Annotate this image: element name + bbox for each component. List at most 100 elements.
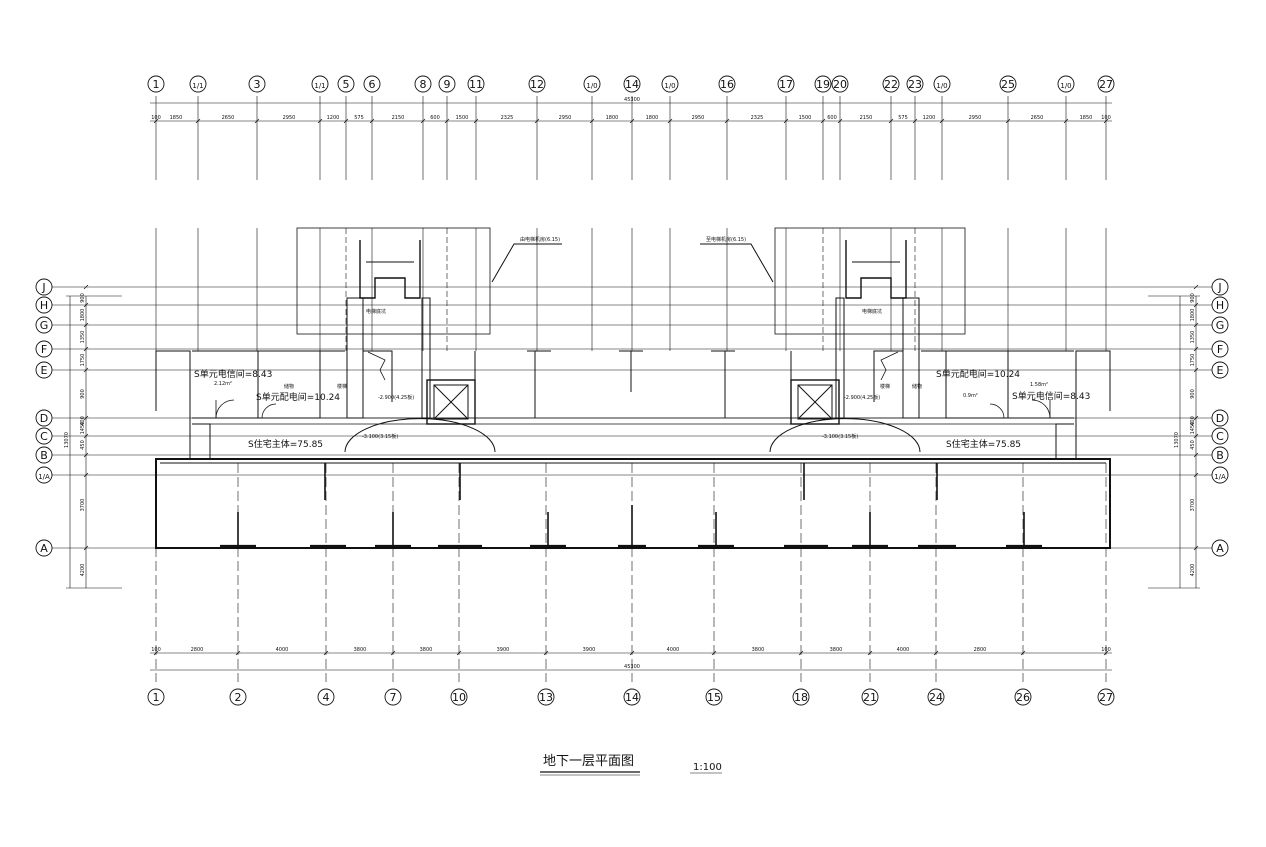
row-axis-bubble-left-circle: [35, 446, 53, 464]
side-dimension-tick: [83, 367, 89, 373]
row-axis-bubble-right-circle: [1211, 340, 1229, 358]
top-dimension-tick: [837, 118, 843, 124]
bottom-dimension-value: 3800: [354, 647, 367, 653]
top-axis-bubble-label: 5: [343, 78, 350, 91]
row-axis-bubble-left: E: [35, 361, 53, 379]
level-lobby-right: -3.100(3.15板): [822, 433, 858, 440]
bottom-axis-bubble: 13: [537, 688, 555, 706]
top-dimension-tick: [820, 118, 826, 124]
top-dimension-value: 2650: [1031, 115, 1044, 121]
row-axis-bubble-right-circle: [1211, 466, 1229, 484]
top-dimension-value: 2650: [222, 115, 235, 121]
side-dimension-tick: [1193, 346, 1199, 352]
row-axis-bubble-right-circle: [1211, 539, 1229, 557]
top-dimension-value: 600: [430, 115, 440, 121]
side-dimension-tick: [1193, 302, 1199, 308]
bottom-axis-bubble-label: 15: [707, 691, 721, 704]
side-total-dimension-right: 13070: [1174, 432, 1180, 448]
top-dimension-tick: [1103, 118, 1109, 124]
row-axis-bubble-right-label: F: [1217, 343, 1223, 356]
top-axis-bubble-circle: [661, 75, 679, 93]
room-label-resident-left: S住宅主体=75.85: [248, 438, 323, 450]
row-axis-bubble-left-circle: [35, 427, 53, 445]
top-axis-bubble: 14: [623, 75, 641, 93]
bottom-dimension-tick: [798, 650, 804, 656]
side-dimension-value: 450: [80, 440, 86, 450]
top-axis-bubble: 12: [528, 75, 546, 93]
top-dimension-value: 2950: [283, 115, 296, 121]
side-dimension-value: 4200: [1190, 564, 1196, 577]
top-axis-bubble: 8: [414, 75, 432, 93]
side-dimension-tick: [83, 415, 89, 421]
top-dimension-value: 575: [898, 115, 908, 121]
row-axis-bubble-right-label: G: [1216, 319, 1225, 332]
level-lobby-left: -3.100(3.15板): [362, 433, 398, 440]
top-dimension-value: 2950: [559, 115, 572, 121]
bottom-axis-bubble: 14: [623, 688, 641, 706]
side-dimension-value: 1750: [1190, 354, 1196, 367]
side-dimension-value: 900: [80, 293, 86, 303]
row-axis-bubble-right: B: [1211, 446, 1229, 464]
top-dimension-tick: [195, 118, 201, 124]
side-dimension-value: 3700: [80, 499, 86, 512]
side-dimension-tick: [1193, 433, 1199, 439]
top-axis-bubble: 1/0: [933, 75, 951, 93]
row-axis-bubble-right: A: [1211, 539, 1229, 557]
top-axis-bubble-circle: [414, 75, 432, 93]
side-dimension-value: 1750: [80, 354, 86, 367]
row-axis-bubble-left-label: D: [40, 412, 48, 425]
bottom-dimension-value: 3900: [583, 647, 596, 653]
room-tag-left: 储物: [284, 383, 294, 390]
row-axis-bubble-left-label: E: [41, 364, 48, 377]
bottom-axis-bubble-label: 1: [153, 691, 160, 704]
row-axis-bubble-left-label: 1/A: [38, 473, 50, 481]
top-axis-bubble: 23: [906, 75, 924, 93]
side-dimension-value: 1450: [80, 422, 86, 435]
top-axis-bubble: 1/0: [661, 75, 679, 93]
bottom-axis-bubble: 24: [927, 688, 945, 706]
top-dimension-tick: [534, 118, 540, 124]
side-dimension-value: 4200: [80, 564, 86, 577]
side-dimension-value: 1800: [80, 309, 86, 322]
top-dimension-tick: [317, 118, 323, 124]
level-mark-left: -2.900(4.25板): [378, 394, 414, 401]
pit-label-left: 电梯底坑: [366, 308, 386, 315]
bottom-total-dimension: 45300: [624, 664, 640, 670]
bottom-axis-bubble-label: 2: [235, 691, 242, 704]
bottom-axis-bubble: 26: [1014, 688, 1032, 706]
row-axis-bubble-right: H: [1211, 296, 1229, 314]
top-dimension-value: 100: [151, 115, 161, 121]
top-axis-bubble-circle: [906, 75, 924, 93]
top-axis-bubble-circle: [467, 75, 485, 93]
pit-label-right: 电梯底坑: [862, 308, 882, 315]
bottom-dimension-value: 3800: [830, 647, 843, 653]
row-axis-bubble-left: A: [35, 539, 53, 557]
row-axis-bubble-left-circle: [35, 296, 53, 314]
row-axis-bubble-right-circle: [1211, 409, 1229, 427]
row-axis-bubble-right-circle: [1211, 316, 1229, 334]
bottom-axis-bubble: 7: [384, 688, 402, 706]
side-dimension-tick: [1193, 452, 1199, 458]
top-axis-bubble: 27: [1097, 75, 1115, 93]
top-axis-bubble-label: 16: [720, 78, 734, 91]
bottom-axis-bubble-circle: [1097, 688, 1115, 706]
top-dimension-value: 2150: [860, 115, 873, 121]
row-axis-bubble-left: J: [35, 278, 53, 296]
bottom-dimension-tick: [323, 650, 329, 656]
top-axis-bubble: 17: [777, 75, 795, 93]
bottom-dimension-value: 100: [1101, 647, 1111, 653]
room-labels: S单元电信间=8.43 2.12m² S单元配电间=10.24 储物 楼梯 -2…: [194, 236, 1090, 450]
top-axis-bubble: 1/1: [311, 75, 329, 93]
top-axis-bubble-label: 22: [884, 78, 898, 91]
top-dimension-tick: [254, 118, 260, 124]
top-dimension-tick: [473, 118, 479, 124]
row-axis-bubble-left-circle: [35, 278, 53, 296]
bottom-dimension-value: 3800: [420, 647, 433, 653]
top-axis-bubble: 1: [147, 75, 165, 93]
top-dimension-tick: [724, 118, 730, 124]
top-axis-bubble: 25: [999, 75, 1017, 93]
bottom-axis-bubble-label: 26: [1016, 691, 1030, 704]
side-dimension-value: 1450: [1190, 422, 1196, 435]
